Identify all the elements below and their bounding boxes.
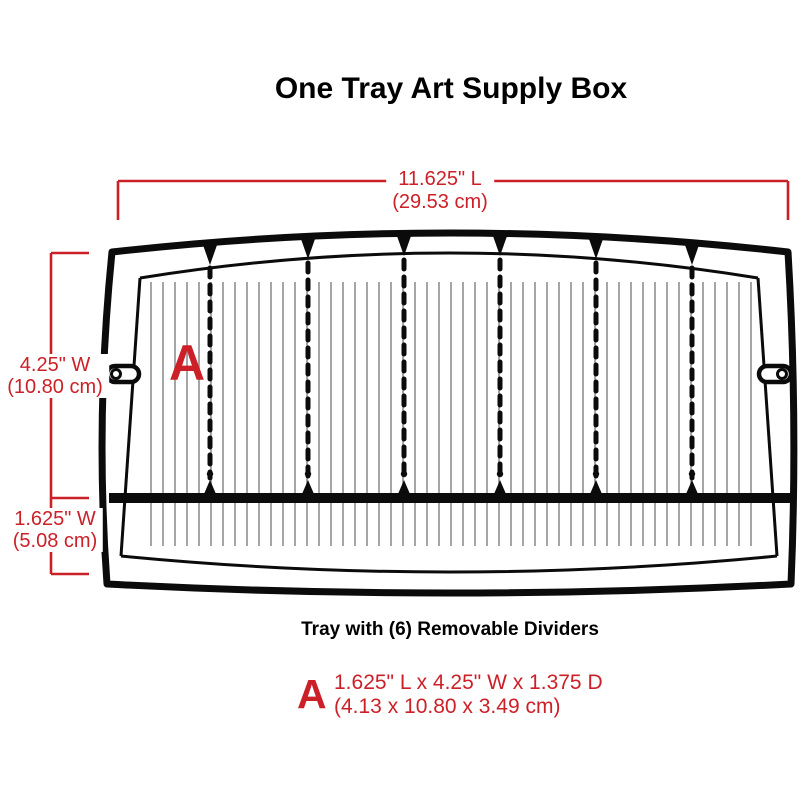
tray-inner-rim (119, 251, 779, 574)
length-cm: (29.53 cm) (392, 191, 488, 213)
handle-left (104, 363, 142, 385)
page-title: One Tray Art Supply Box (274, 72, 628, 105)
width-inches: 4.25" W (19, 354, 91, 376)
width-dimension-label: 4.25" W (10.80 cm) (1, 354, 109, 398)
legend-marker: A (297, 671, 327, 717)
handle-right (756, 363, 794, 385)
legend-dimensions-inches: 1.625" L x 4.25" W x 1.375 D (334, 671, 603, 694)
divider-3 (397, 236, 411, 494)
divider-4 (493, 236, 507, 494)
divider-1 (203, 245, 217, 494)
front-width-cm: (5.08 cm) (12, 530, 98, 552)
legend-dimensions: 1.625" L x 4.25" W x 1.375 D (4.13 x 10.… (334, 671, 603, 719)
front-width-dimension-label: 1.625" W (5.08 cm) (6, 508, 104, 552)
divider-2 (301, 239, 315, 494)
length-inches: 11.625" L (398, 168, 482, 190)
compartment-marker: A (169, 335, 206, 391)
front-width-inches: 1.625" W (14, 508, 96, 530)
divider-5 (589, 239, 603, 494)
divider-6 (685, 245, 699, 494)
width-cm: (10.80 cm) (7, 376, 103, 398)
slot-lines (150, 282, 754, 546)
length-dimension-label: 11.625" L (29.53 cm) (386, 168, 494, 214)
legend-dimensions-cm: (4.13 x 10.80 x 3.49 cm) (334, 695, 561, 718)
diagram-caption: Tray with (6) Removable Dividers (301, 619, 599, 640)
